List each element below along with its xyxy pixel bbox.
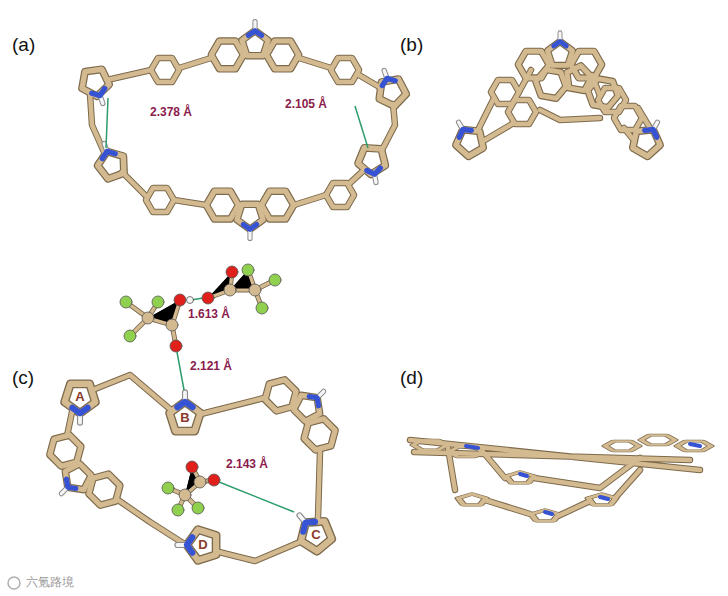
distance-label: 2.143 Å <box>226 458 268 471</box>
panel-letter: (b) <box>400 35 423 56</box>
ring-label: C <box>311 528 320 542</box>
ring-label: D <box>198 538 207 552</box>
ring-label: A <box>75 390 84 404</box>
watermark: 六氪路境 <box>26 576 74 589</box>
distance-label: 1.613 Å <box>188 308 230 321</box>
panel-letter: (a) <box>12 35 35 56</box>
distance-label: 2.105 Å <box>285 98 327 111</box>
ring-label: B <box>180 411 189 425</box>
panel-letter: (d) <box>400 368 423 389</box>
distance-label: 2.378 Å <box>150 106 192 119</box>
distance-label: 2.121 Å <box>190 360 232 373</box>
panel-letter: (c) <box>12 368 34 389</box>
